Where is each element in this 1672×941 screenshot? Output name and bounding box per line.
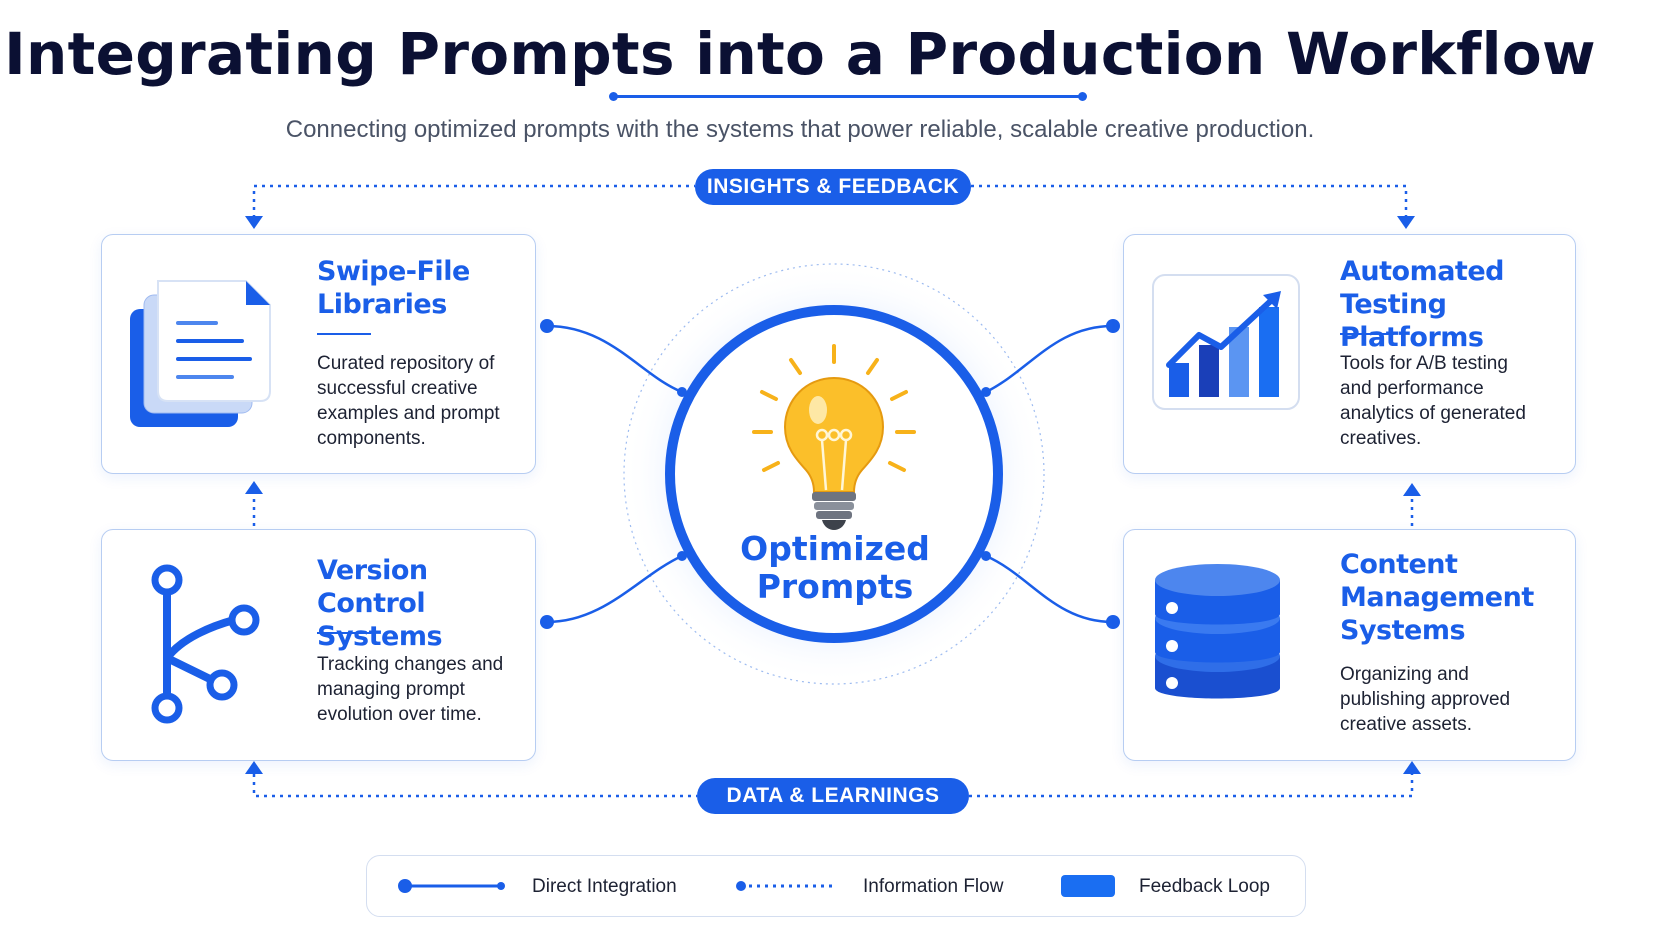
- top-feedback-line: [252, 184, 1408, 218]
- link-version: [546, 554, 683, 624]
- legend-feedback-loop: Feedback Loop: [1139, 876, 1270, 897]
- page-subtitle: Connecting optimized prompts with the sy…: [285, 116, 1315, 143]
- card-title-line: Platforms: [1340, 322, 1484, 353]
- document-stack-icon: [130, 280, 271, 427]
- direct-integration-swatch: [398, 879, 505, 893]
- center-label: Optimized Prompts: [690, 530, 980, 606]
- card-swipe-file-libraries: Swipe-File Libraries Curated repository …: [101, 234, 536, 474]
- card-desc-line: examples and prompt: [317, 403, 500, 424]
- git-branch-icon: [151, 564, 260, 724]
- database-icon: [1155, 564, 1280, 699]
- center-label-line2: Prompts: [756, 567, 914, 606]
- card-title-line: Management: [1340, 582, 1534, 613]
- center-label-line1: Optimized: [740, 529, 930, 568]
- card-desc-line: evolution over time.: [317, 704, 482, 725]
- arrow-down-right: [1397, 216, 1415, 229]
- card-content-management-systems: Content Management Systems Organizing an…: [1123, 529, 1576, 761]
- link-testing: [985, 324, 1114, 394]
- card-title-line: Systems: [317, 621, 443, 652]
- card-desc-line: creative assets.: [1340, 714, 1472, 735]
- card-rule: [1340, 333, 1394, 335]
- insights-feedback-pill: INSIGHTS & FEEDBACK: [695, 169, 971, 205]
- feedback-loop-swatch: [1061, 875, 1115, 897]
- arrow-up-left-mid: [245, 481, 263, 494]
- arrow-up-right-mid: [1403, 483, 1421, 496]
- card-title-line: Version Control: [317, 555, 428, 619]
- bar-chart-trend-icon: [1152, 274, 1300, 410]
- legend-direct-integration: Direct Integration: [532, 876, 677, 897]
- title-underline: [609, 92, 1087, 101]
- card-version-control-systems: Version Control Systems Tracking changes…: [101, 529, 536, 761]
- arrow-up-left: [245, 761, 263, 774]
- card-desc-line: Tools for A/B testing: [1340, 353, 1508, 374]
- arrow-up-right: [1403, 761, 1421, 774]
- dot-version: [540, 615, 554, 629]
- card-desc-line: managing prompt: [317, 679, 465, 700]
- bottom-data-line: [252, 774, 1414, 798]
- arrow-down-left: [245, 216, 263, 229]
- legend: Direct Integration Information Flow Feed…: [366, 855, 1306, 917]
- card-title-line: Content: [1340, 549, 1458, 580]
- legend-information-flow: Information Flow: [863, 876, 1004, 897]
- center-orbit: [623, 263, 1045, 685]
- dot-testing: [1106, 319, 1120, 333]
- card-desc-line: Curated repository of: [317, 353, 495, 374]
- card-desc-line: Organizing and: [1340, 664, 1469, 685]
- information-flow-swatch: [736, 881, 837, 891]
- card-desc-line: analytics of generated: [1340, 403, 1526, 424]
- page-title: Integrating Prompts into a Production Wo…: [4, 20, 1596, 88]
- card-title-line: Swipe-File: [317, 256, 470, 287]
- card-desc-line: creatives.: [1340, 428, 1422, 449]
- card-title-line: Libraries: [317, 289, 447, 320]
- card-desc-line: Tracking changes and: [317, 654, 504, 675]
- card-title-line: Systems: [1340, 615, 1466, 646]
- card-desc-line: and performance: [1340, 378, 1484, 399]
- link-cms: [985, 554, 1114, 624]
- dot-cms: [1106, 615, 1120, 629]
- card-desc-line: publishing approved: [1340, 689, 1511, 710]
- card-automated-testing-platforms: Automated Testing Platforms Tools for A/…: [1123, 234, 1576, 474]
- lightbulb-icon: [752, 344, 916, 530]
- dot-swipe: [540, 319, 554, 333]
- card-desc-line: successful creative: [317, 378, 478, 399]
- card-rule: [317, 632, 371, 634]
- card-title-line: Automated Testing: [1340, 256, 1504, 320]
- data-learnings-pill: DATA & LEARNINGS: [697, 778, 969, 814]
- card-rule: [317, 333, 371, 335]
- link-swipe: [546, 324, 683, 394]
- card-desc-line: components.: [317, 428, 426, 449]
